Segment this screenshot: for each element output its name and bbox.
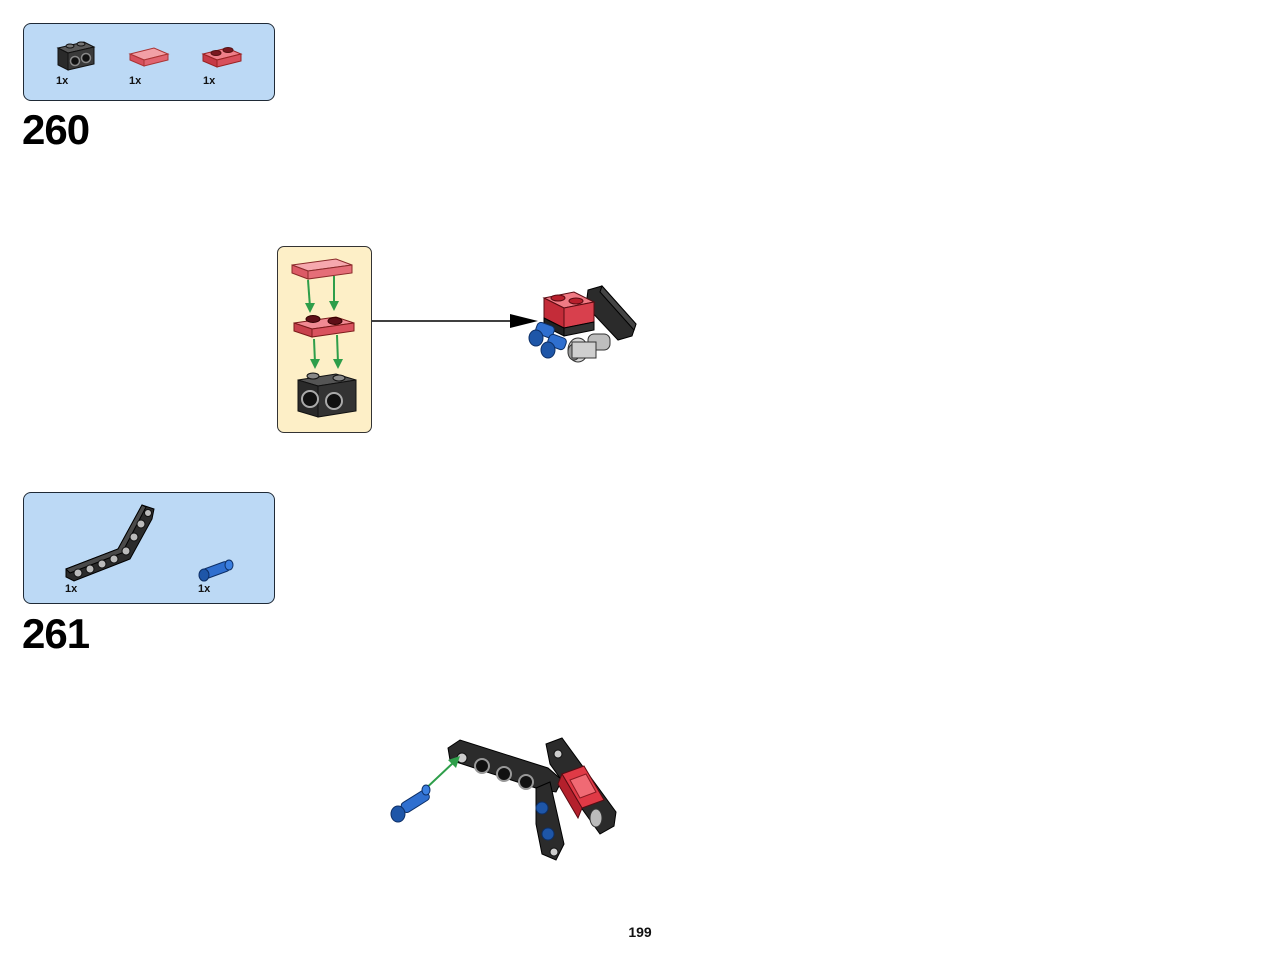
parts-list-261: 1x 1x [23, 492, 275, 604]
part-qty: 1x [203, 75, 216, 87]
page-number: 199 [628, 924, 652, 940]
blue-connector-pin-icon [198, 559, 234, 582]
part-qty: 1x [65, 583, 78, 595]
subassembly-callout [277, 246, 372, 433]
step-number: 261 [22, 610, 90, 657]
subassembly-exploded-diagram [291, 258, 357, 418]
step-number: 260 [22, 106, 90, 153]
technic-bent-beam-icon [65, 504, 155, 582]
step-261-model-illustration [390, 737, 617, 861]
part-qty: 1x [198, 583, 211, 595]
parts-list-260: 1x 1x 1x [23, 23, 275, 101]
part-qty: 1x [129, 75, 142, 87]
trans-red-plate-1x2-icon [201, 47, 243, 68]
placement-arrow [372, 314, 538, 328]
part-qty: 1x [56, 75, 69, 87]
step-260-model-illustration [528, 285, 637, 363]
technic-brick-1x2-two-holes-icon [56, 41, 96, 71]
trans-red-tile-1x2-icon [128, 47, 170, 67]
